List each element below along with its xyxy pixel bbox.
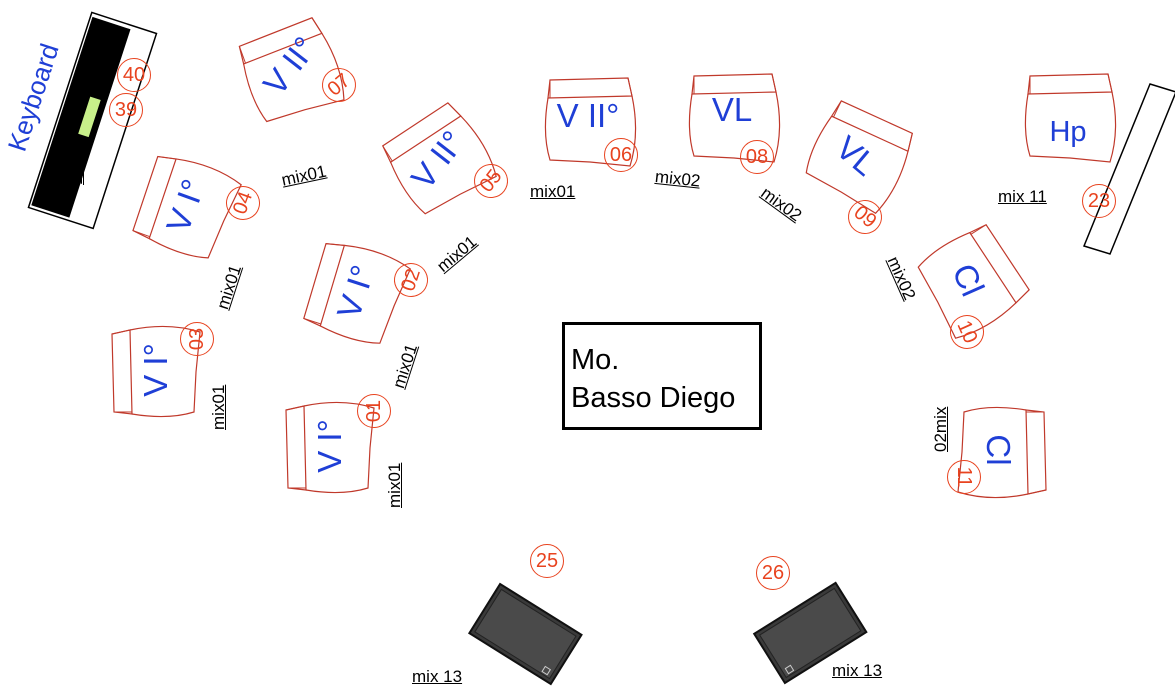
monitor-number-25: 25 bbox=[530, 544, 564, 578]
channel-39: 39 bbox=[109, 93, 143, 127]
mix-label-01: mix01 bbox=[385, 462, 404, 508]
monitor-speaker-26 bbox=[752, 581, 868, 686]
mix-label-23: mix 11 bbox=[998, 187, 1047, 206]
mix-label-03: mix01 bbox=[209, 384, 228, 430]
player-number-08: 08 bbox=[740, 140, 774, 174]
mix-label-08: mix02 bbox=[654, 167, 702, 191]
mix-label-06: mix01 bbox=[530, 182, 576, 201]
player-number-23: 23 bbox=[1082, 184, 1116, 218]
channel-40: 40 bbox=[117, 58, 151, 92]
player-number-06: 06 bbox=[604, 138, 638, 172]
monitor-speaker-25 bbox=[467, 582, 583, 686]
chair-23: Hp bbox=[1020, 70, 1140, 190]
instrument-label: V II° bbox=[556, 97, 620, 134]
monitor-mix-label-25: mix 13 bbox=[412, 667, 463, 686]
instrument-label: VL bbox=[711, 91, 753, 128]
chair-06: V II° bbox=[540, 74, 660, 194]
chair-08: VL bbox=[684, 70, 804, 190]
mix-label-09: mix02 bbox=[757, 183, 806, 226]
monitor-mix-label-26: mix 13 bbox=[832, 661, 883, 680]
mix-label-07: mix01 bbox=[279, 161, 329, 190]
player-number-11: 11 bbox=[947, 460, 981, 494]
conductor-podium: Mo. Basso Diego bbox=[562, 322, 762, 430]
mix-label-05: mix01 bbox=[433, 232, 481, 276]
monitor-number-26: 26 bbox=[756, 556, 790, 590]
player-number-03: 03 bbox=[180, 322, 214, 356]
instrument-label: Hp bbox=[1049, 115, 1087, 148]
keyboard-mix-label: 10mix bbox=[67, 139, 86, 185]
instrument-label: V II° bbox=[403, 123, 472, 196]
mix-label-11: 02mix bbox=[931, 406, 950, 452]
conductor-name: Basso Diego bbox=[571, 382, 736, 414]
player-number-01: 01 bbox=[357, 394, 391, 428]
conductor-title: Mo. bbox=[571, 344, 620, 376]
